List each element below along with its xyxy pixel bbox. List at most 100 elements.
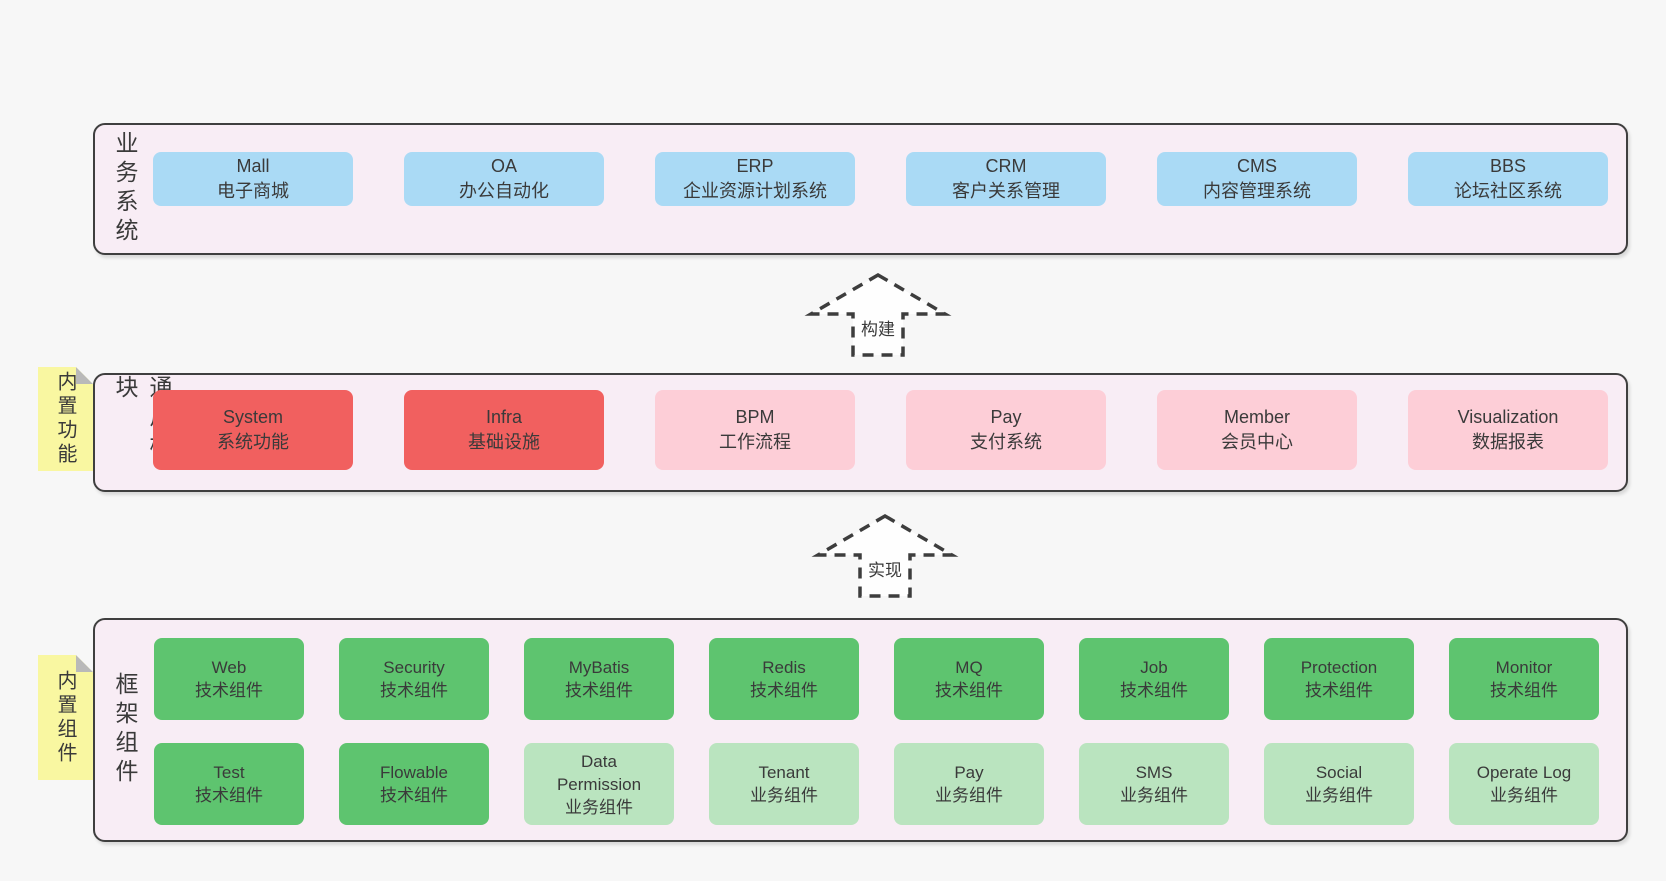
box-title: Monitor: [1495, 658, 1553, 677]
sticky-fold-corner-icon: [76, 655, 93, 672]
box-title: System: [222, 407, 283, 427]
sticky-fold-corner-icon: [76, 367, 93, 384]
modules-box-row: System 系统功能 Infra 基础设施 BPM 工作流程 Pay 支付系统…: [153, 390, 1608, 470]
box-title: MQ: [955, 658, 983, 677]
box-mall: Mall 电子商城: [153, 152, 353, 206]
box-subtitle: 技术组件: [935, 681, 1003, 700]
box-protection: Protection 技术组件: [1264, 638, 1414, 720]
box-title: BBS: [1489, 156, 1527, 176]
box-web: Web 技术组件: [154, 638, 304, 720]
box-subtitle: 技术组件: [195, 786, 263, 805]
section-business-systems: 业务系统 Mall 电子商城 OA 办公自动化 ERP 企业资源计划系统 CRM…: [93, 123, 1628, 255]
box-tenant: Tenant 业务组件: [709, 743, 859, 825]
framework-box-row-1: Web 技术组件 Security 技术组件 MyBatis 技术组件 Redi…: [154, 638, 1599, 720]
section-label-business: 业务系统: [112, 131, 138, 247]
box-subtitle: 工作流程: [719, 432, 791, 452]
box-bbs: BBS 论坛社区系统: [1408, 152, 1608, 206]
box-social: Social 业务组件: [1264, 743, 1414, 825]
sticky-note-builtin-components: 内置组件: [38, 655, 93, 780]
box-subtitle: 客户关系管理: [952, 181, 1060, 201]
box-title: Redis: [762, 658, 806, 677]
arrow-implement: 实现: [811, 513, 959, 599]
box-title: SMS: [1135, 763, 1173, 782]
box-crm: CRM 客户关系管理: [906, 152, 1106, 206]
box-subtitle: 基础设施: [468, 432, 540, 452]
box-erp: ERP 企业资源计划系统: [655, 152, 855, 206]
box-subtitle: 内容管理系统: [1203, 181, 1311, 201]
box-subtitle: 技术组件: [1490, 681, 1558, 700]
box-mq: MQ 技术组件: [894, 638, 1044, 720]
box-title: Flowable: [379, 763, 449, 782]
box-title: Social: [1315, 763, 1363, 782]
box-title: MyBatis: [568, 658, 630, 677]
box-monitor: Monitor 技术组件: [1449, 638, 1599, 720]
box-cms: CMS 内容管理系统: [1157, 152, 1357, 206]
sticky-label: 内置组件: [54, 669, 76, 766]
box-pay-system: Pay 支付系统: [906, 390, 1106, 470]
box-system: System 系统功能: [153, 390, 353, 470]
box-title: Protection: [1300, 658, 1378, 677]
box-visualization: Visualization 数据报表: [1408, 390, 1608, 470]
box-member: Member 会员中心: [1157, 390, 1357, 470]
up-arrow-icon: [811, 513, 959, 598]
box-subtitle: 业务组件: [935, 786, 1003, 805]
box-pay-component: Pay 业务组件: [894, 743, 1044, 825]
box-title: Infra: [485, 407, 523, 427]
section-common-modules: 通用模块 System 系统功能 Infra 基础设施 BPM 工作流程 Pay…: [93, 373, 1628, 492]
box-title: Web: [211, 658, 247, 677]
box-subtitle: 技术组件: [750, 681, 818, 700]
framework-box-row-2: Test 技术组件 Flowable 技术组件 Data Permission …: [154, 743, 1599, 825]
box-title: OA: [490, 156, 517, 176]
box-subtitle: 支付系统: [970, 432, 1042, 452]
box-subtitle: 技术组件: [380, 786, 448, 805]
box-subtitle: 办公自动化: [459, 181, 549, 201]
box-title: Security: [383, 658, 445, 677]
arrow-build-label: 构建: [861, 320, 895, 339]
box-subtitle: 技术组件: [195, 681, 263, 700]
box-title: Job: [1140, 658, 1168, 677]
box-title: Tenant: [758, 763, 810, 782]
section-framework-components: 框架组件 Web 技术组件 Security 技术组件 MyBatis 技术组件…: [93, 618, 1628, 842]
box-data-permission: Data Permission 业务组件: [524, 743, 674, 825]
section-label-framework: 框架组件: [112, 672, 138, 788]
box-title: Mall: [236, 156, 270, 176]
box-title: Pay: [954, 763, 984, 782]
box-title: Pay: [990, 407, 1022, 427]
box-title: ERP: [736, 156, 774, 176]
box-subtitle: 业务组件: [1305, 786, 1373, 805]
box-flowable: Flowable 技术组件: [339, 743, 489, 825]
box-subtitle: 技术组件: [1120, 681, 1188, 700]
box-title: Operate Log: [1476, 763, 1572, 782]
up-arrow-icon: [804, 272, 952, 357]
box-subtitle: 业务组件: [750, 786, 818, 805]
box-redis: Redis 技术组件: [709, 638, 859, 720]
box-subtitle: 企业资源计划系统: [683, 181, 827, 201]
box-oa: OA 办公自动化: [404, 152, 604, 206]
box-subtitle: 业务组件: [1490, 786, 1558, 805]
arrow-implement-label: 实现: [868, 561, 902, 580]
box-mybatis: MyBatis 技术组件: [524, 638, 674, 720]
box-title: Member: [1223, 407, 1290, 427]
box-bpm: BPM 工作流程: [655, 390, 855, 470]
box-subtitle: 业务组件: [1120, 786, 1188, 805]
box-subtitle: 业务组件: [565, 797, 633, 817]
box-title: Test: [213, 763, 245, 782]
box-title: CMS: [1237, 156, 1277, 176]
box-subtitle: 电子商城: [217, 181, 289, 201]
box-test: Test 技术组件: [154, 743, 304, 825]
box-subtitle: 会员中心: [1221, 432, 1293, 452]
box-operate-log: Operate Log 业务组件: [1449, 743, 1599, 825]
box-infra: Infra 基础设施: [404, 390, 604, 470]
box-title: Visualization: [1457, 407, 1559, 427]
sticky-note-builtin-features: 内置功能: [38, 367, 93, 471]
box-subtitle: 技术组件: [1305, 681, 1373, 700]
box-subtitle: 技术组件: [565, 681, 633, 700]
box-subtitle: 数据报表: [1472, 432, 1544, 452]
box-title: Data Permission: [556, 751, 642, 794]
box-subtitle: 技术组件: [380, 681, 448, 700]
business-box-row: Mall 电子商城 OA 办公自动化 ERP 企业资源计划系统 CRM 客户关系…: [153, 152, 1608, 206]
arrow-build: 构建: [804, 272, 952, 358]
sticky-label: 内置功能: [54, 371, 76, 467]
box-sms: SMS 业务组件: [1079, 743, 1229, 825]
